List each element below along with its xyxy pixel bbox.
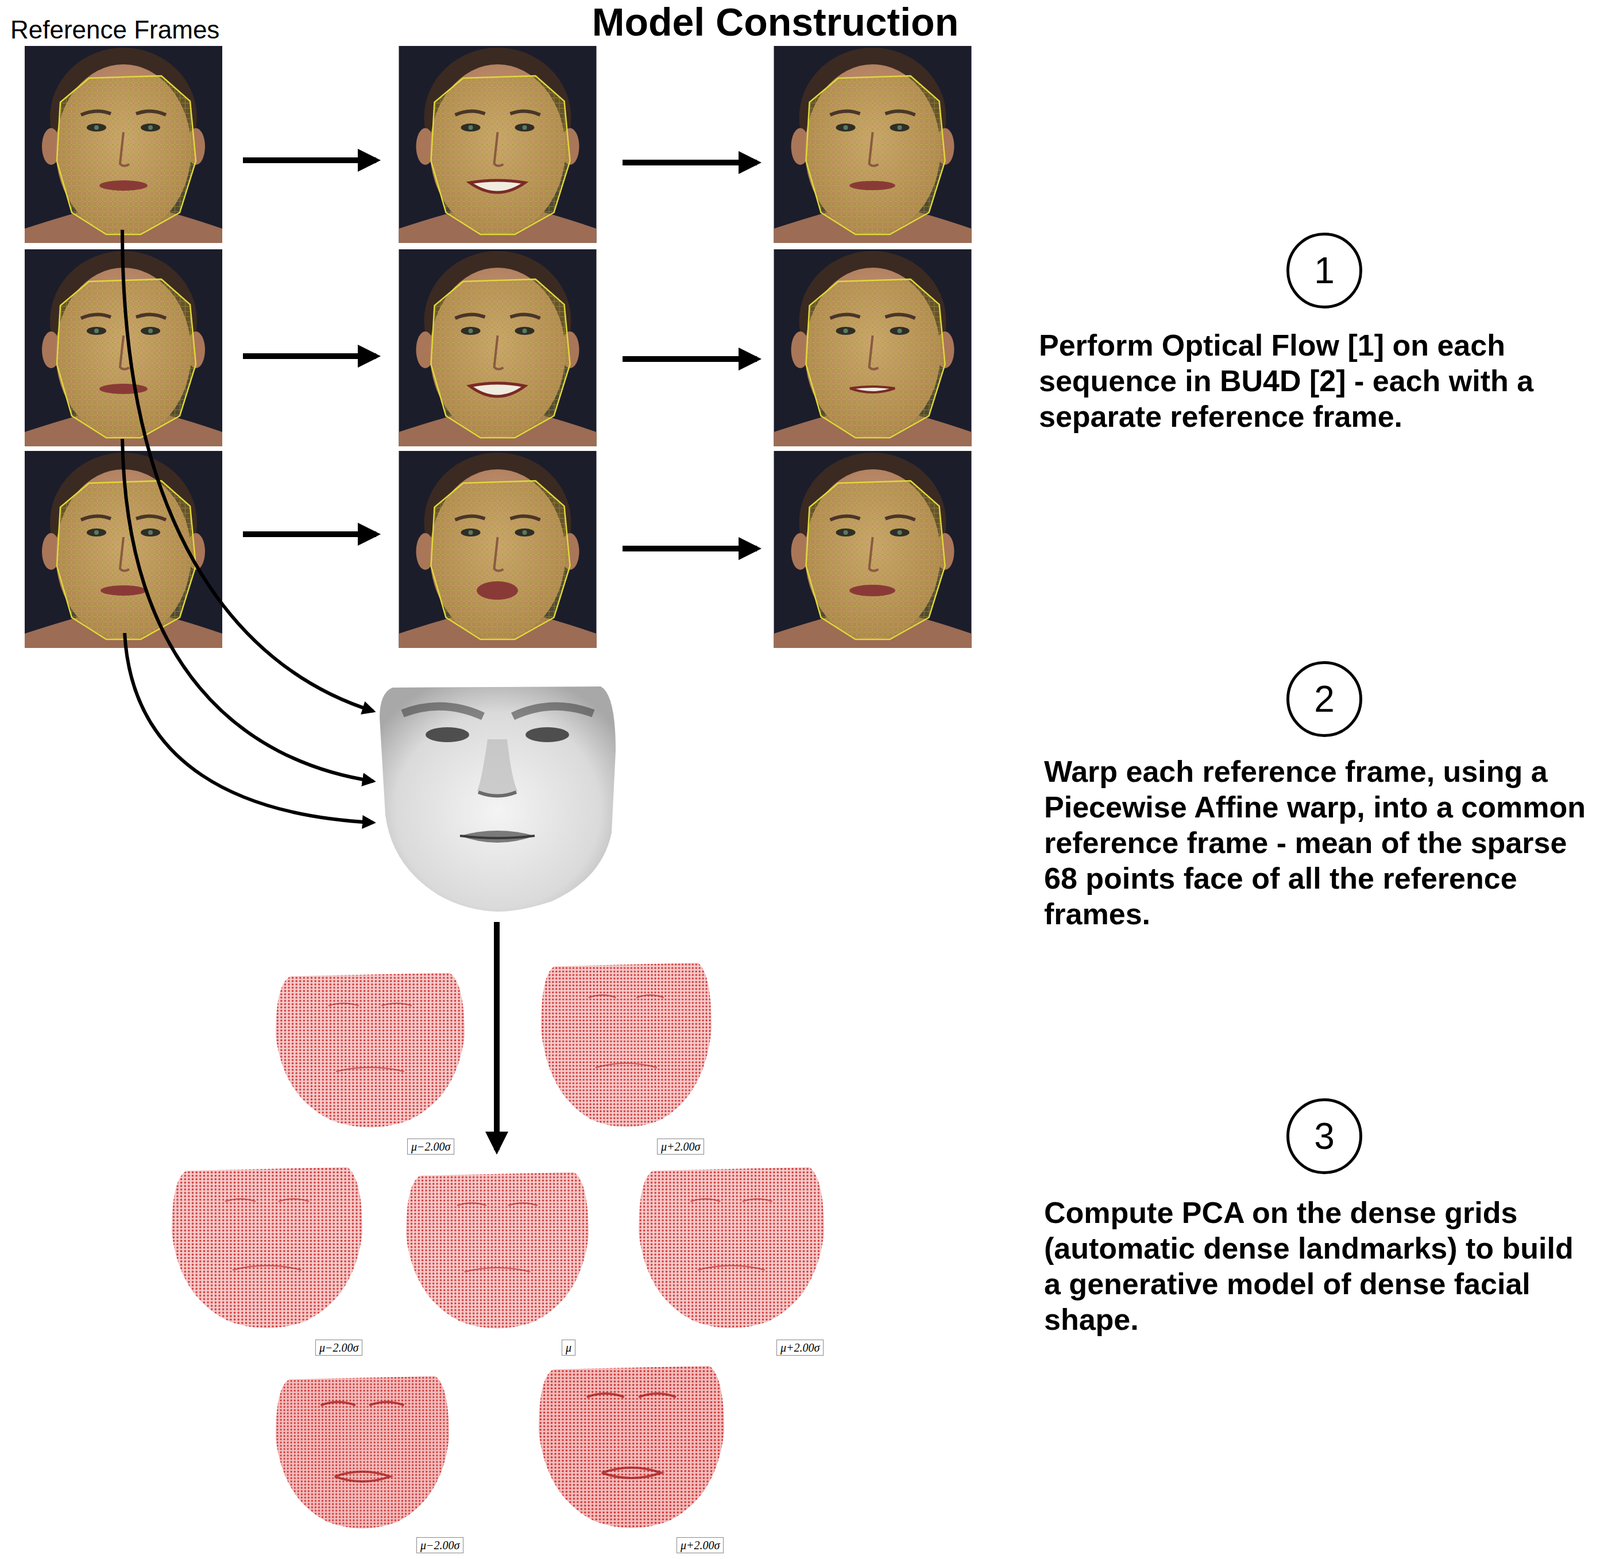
step-description: Compute PCA on the dense grids (automati… — [1044, 1194, 1594, 1337]
callout-number: 1 — [1313, 250, 1335, 291]
pca-label: μ−2.00σ — [315, 1339, 363, 1356]
step-description: Warp each reference frame, using a Piece… — [1044, 753, 1594, 932]
pca-label: μ−2.00σ — [407, 1138, 455, 1155]
step-description: Perform Optical Flow [1] on each sequenc… — [1038, 327, 1594, 435]
pca-label: μ+2.00σ — [776, 1339, 824, 1356]
callout-circle: 2 — [1286, 661, 1363, 737]
callout-number: 2 — [1313, 678, 1335, 720]
pca-label: μ+2.00σ — [656, 1138, 705, 1155]
diagram-title: Model Construction — [402, 0, 1149, 44]
pca-label: μ+2.00σ — [676, 1536, 724, 1553]
pca-label: μ−2.00σ — [416, 1536, 464, 1553]
callout-number: 3 — [1313, 1115, 1335, 1157]
figure-heading: Reference Frames — [10, 14, 252, 45]
pca-label: μ — [561, 1339, 576, 1356]
callout-circle: 1 — [1286, 232, 1363, 309]
callout-circle: 3 — [1286, 1098, 1363, 1174]
